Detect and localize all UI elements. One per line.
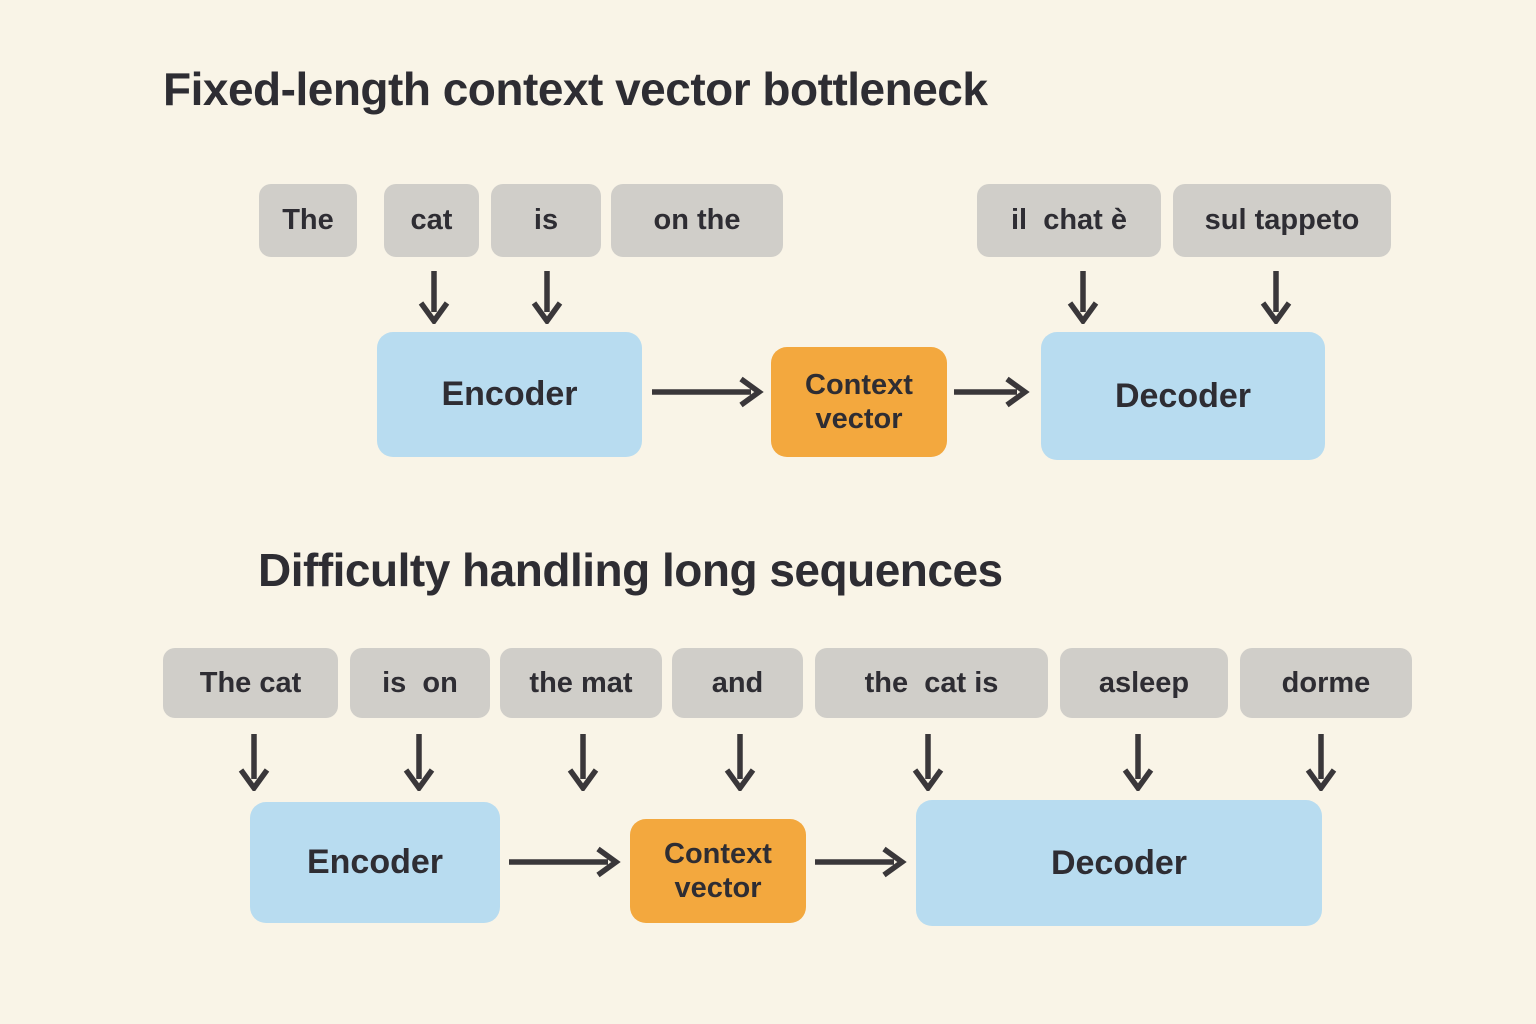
right-arrow-icon (954, 376, 1030, 408)
target-token: il chat è (977, 184, 1161, 257)
encoder-box: Encoder (377, 332, 642, 457)
source-token: on the (611, 184, 783, 257)
right-arrow-icon (652, 376, 764, 408)
down-arrow-icon (1260, 271, 1292, 324)
down-arrow-icon (238, 734, 270, 791)
down-arrow-icon (418, 271, 450, 324)
top-section-title: Fixed-length context vector bottleneck (163, 63, 988, 115)
context-vector-box: Context vector (630, 819, 806, 923)
down-arrow-icon (567, 734, 599, 791)
right-arrow-icon (815, 846, 907, 878)
source-token: is (491, 184, 601, 257)
sequence-token: is on (350, 648, 490, 718)
source-token: cat (384, 184, 479, 257)
down-arrow-icon (531, 271, 563, 324)
decoder-box: Decoder (916, 800, 1322, 926)
encoder-box: Encoder (250, 802, 500, 923)
down-arrow-icon (1305, 734, 1337, 791)
sequence-token: The cat (163, 648, 338, 718)
down-arrow-icon (724, 734, 756, 791)
source-token: The (259, 184, 357, 257)
sequence-token: asleep (1060, 648, 1228, 718)
context-vector-box: Context vector (771, 347, 947, 457)
sequence-token: dorme (1240, 648, 1412, 718)
bottom-section-title: Difficulty handling long sequences (258, 544, 1003, 596)
down-arrow-icon (1067, 271, 1099, 324)
sequence-token: the mat (500, 648, 662, 718)
right-arrow-icon (509, 846, 621, 878)
down-arrow-icon (1122, 734, 1154, 791)
sequence-token: and (672, 648, 803, 718)
target-token: sul tappeto (1173, 184, 1391, 257)
sequence-token: the cat is (815, 648, 1048, 718)
decoder-box: Decoder (1041, 332, 1325, 460)
down-arrow-icon (912, 734, 944, 791)
down-arrow-icon (403, 734, 435, 791)
